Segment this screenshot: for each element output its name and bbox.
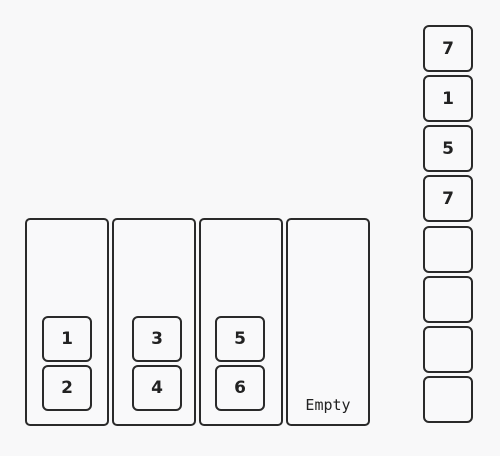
card[interactable]: 1: [42, 316, 92, 362]
column-4-empty[interactable]: Empty: [286, 218, 370, 426]
queue-slot[interactable]: [423, 276, 473, 323]
card[interactable]: 5: [215, 316, 265, 362]
card[interactable]: 3: [132, 316, 182, 362]
queue-slot[interactable]: 7: [423, 175, 473, 222]
queue-slot[interactable]: [423, 326, 473, 373]
queue-slot[interactable]: [423, 226, 473, 273]
queue-slot[interactable]: [423, 376, 473, 423]
column-2[interactable]: 3 4: [112, 218, 196, 426]
card[interactable]: 4: [132, 365, 182, 411]
empty-label: Empty: [305, 396, 351, 414]
card[interactable]: 6: [215, 365, 265, 411]
column-3[interactable]: 5 6: [199, 218, 283, 426]
column-1[interactable]: 1 2: [25, 218, 109, 426]
queue-slot[interactable]: 7: [423, 25, 473, 72]
card[interactable]: 2: [42, 365, 92, 411]
queue-slot[interactable]: 1: [423, 75, 473, 122]
queue-slot[interactable]: 5: [423, 125, 473, 172]
